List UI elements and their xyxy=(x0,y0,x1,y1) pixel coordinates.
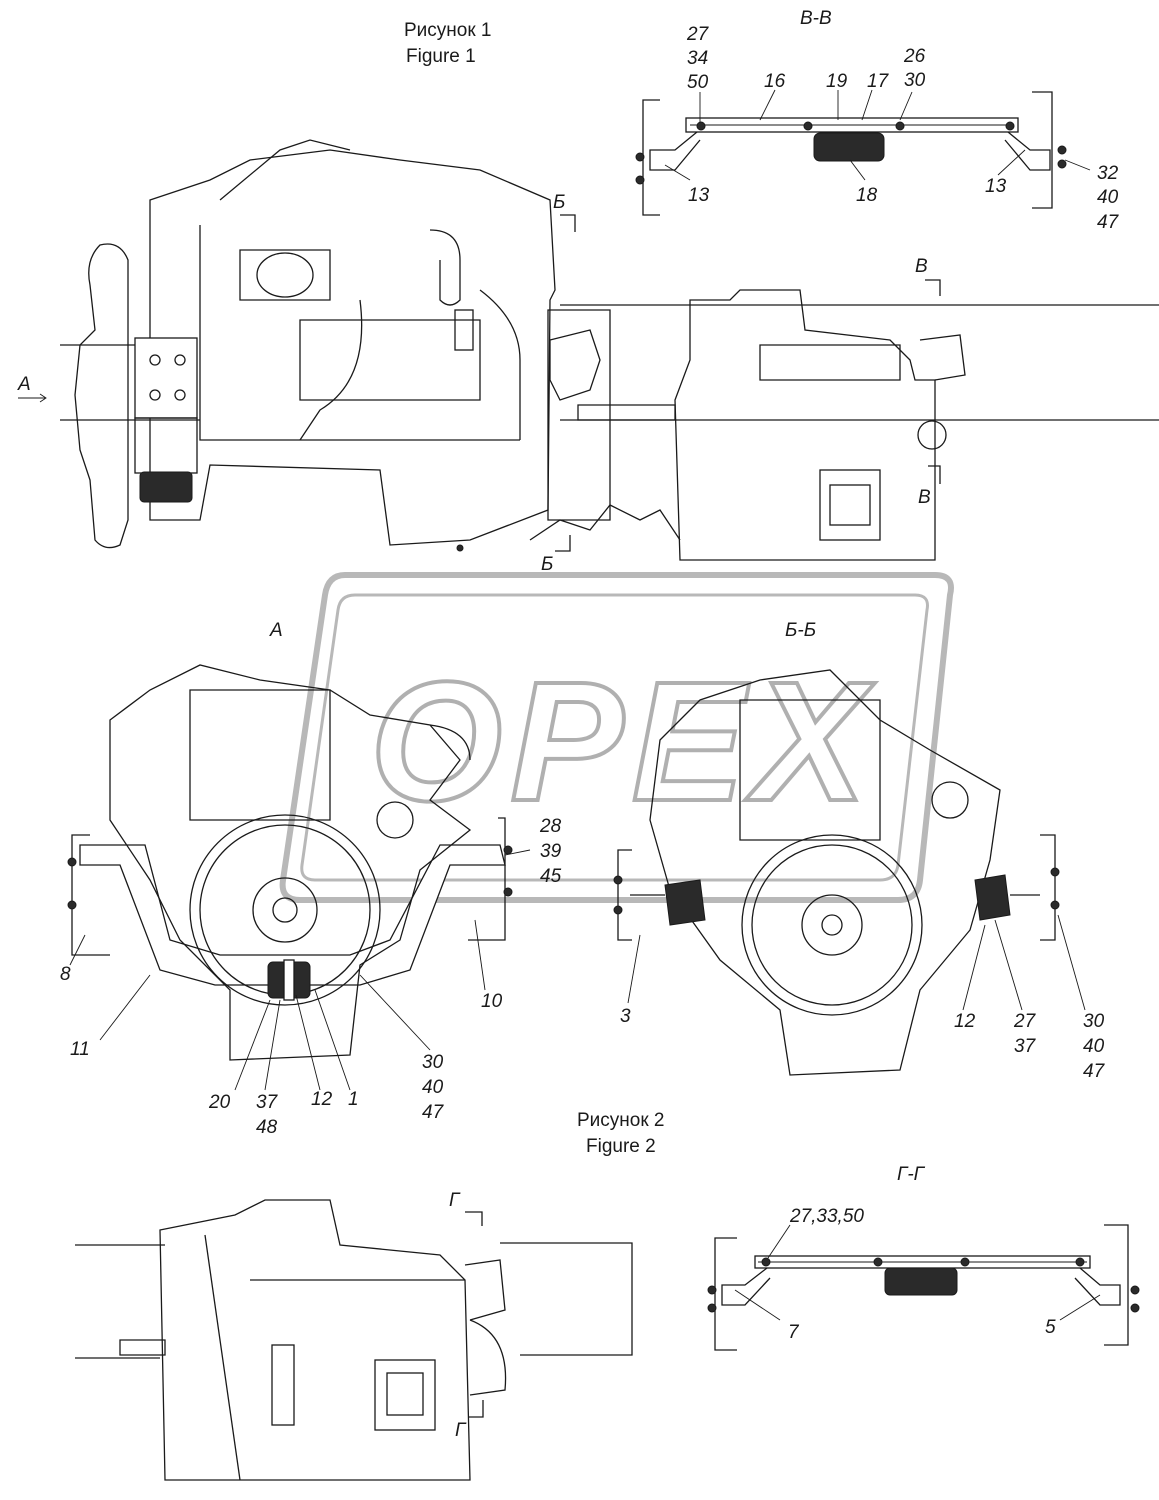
callout-gg-7: 7 xyxy=(788,1322,800,1343)
callout-a-12: 12 xyxy=(311,1089,333,1110)
section-mark-v-bottom: В xyxy=(918,487,931,508)
callout-vv-16: 16 xyxy=(764,71,786,92)
callout-bb-37: 37 xyxy=(1014,1036,1037,1057)
callout-vv-34: 34 xyxy=(687,48,708,69)
figure2-caption-ru: Рисунок 2 xyxy=(577,1110,665,1131)
figure2-caption-en: Figure 2 xyxy=(586,1136,656,1157)
callout-vv-27: 27 xyxy=(686,24,710,45)
callout-a-39: 39 xyxy=(540,841,562,862)
section-marks-fig2: Г Г xyxy=(449,1190,484,1441)
section-vv-view: В-В 27 34 50 16 19 17 26 30 13 xyxy=(635,8,1120,233)
section-gg-title: Г-Г xyxy=(897,1164,926,1185)
callout-vv-47: 47 xyxy=(1097,212,1120,233)
callout-a-1: 1 xyxy=(348,1089,359,1110)
section-mark-g-top: Г xyxy=(449,1190,461,1211)
section-mark-b-bottom: Б xyxy=(541,554,553,575)
view-bb: Б-Б 3 12 27 37 30 40 47 xyxy=(613,620,1106,1082)
callout-bb-3: 3 xyxy=(620,1006,631,1027)
callout-vv-19: 19 xyxy=(826,71,848,92)
callout-vv-18: 18 xyxy=(856,185,878,206)
section-marks-fig1: А Б В В Б xyxy=(17,192,941,575)
callout-bb-47: 47 xyxy=(1083,1061,1106,1082)
view-a-title: А xyxy=(269,620,283,641)
figure1-caption-en: Figure 1 xyxy=(406,46,476,67)
callout-gg-5: 5 xyxy=(1045,1317,1056,1338)
callout-vv-50: 50 xyxy=(687,72,709,93)
callout-gg-27-33-50: 27,33,50 xyxy=(789,1206,864,1227)
figure1-caption-ru: Рисунок 1 xyxy=(404,20,492,41)
callout-vv-26: 26 xyxy=(903,46,926,67)
callout-a-11: 11 xyxy=(70,1039,90,1060)
callout-bb-12: 12 xyxy=(954,1011,976,1032)
callout-vv-13-left: 13 xyxy=(688,185,710,206)
callout-a-37: 37 xyxy=(256,1092,279,1113)
callout-bb-27: 27 xyxy=(1013,1011,1037,1032)
view-bb-title: Б-Б xyxy=(785,620,816,641)
section-gg-view: Г-Г 27,33,50 7 5 xyxy=(707,1164,1140,1351)
callout-vv-13-right: 13 xyxy=(985,176,1007,197)
callout-a-20: 20 xyxy=(208,1092,231,1113)
gearbox-side-view-fig2 xyxy=(75,1199,633,1481)
callout-a-10: 10 xyxy=(481,991,503,1012)
callout-a-28: 28 xyxy=(539,816,562,837)
callout-a-47: 47 xyxy=(422,1102,445,1123)
callout-a-8: 8 xyxy=(60,964,71,985)
callout-a-48: 48 xyxy=(256,1117,278,1138)
callout-a-45: 45 xyxy=(540,866,562,887)
callout-vv-32: 32 xyxy=(1097,163,1119,184)
view-a: А 28 39 45 8 10 11 xyxy=(60,620,562,1138)
callout-vv-17: 17 xyxy=(867,71,890,92)
section-mark-g-bottom: Г xyxy=(455,1420,467,1441)
callout-bb-30: 30 xyxy=(1083,1011,1105,1032)
callout-a-30: 30 xyxy=(422,1052,444,1073)
callout-bb-40: 40 xyxy=(1083,1036,1105,1057)
callout-vv-30: 30 xyxy=(904,70,926,91)
section-vv-title: В-В xyxy=(800,8,832,29)
callout-vv-40: 40 xyxy=(1097,187,1119,208)
watermark-text: OPEX xyxy=(370,647,875,837)
section-mark-a: А xyxy=(17,374,31,395)
watermark-logo: OPEX xyxy=(279,572,954,903)
callout-a-40: 40 xyxy=(422,1077,444,1098)
section-mark-b-top: Б xyxy=(553,192,565,213)
engine-gearbox-side-view xyxy=(60,139,1159,561)
section-mark-v-top: В xyxy=(915,256,928,277)
